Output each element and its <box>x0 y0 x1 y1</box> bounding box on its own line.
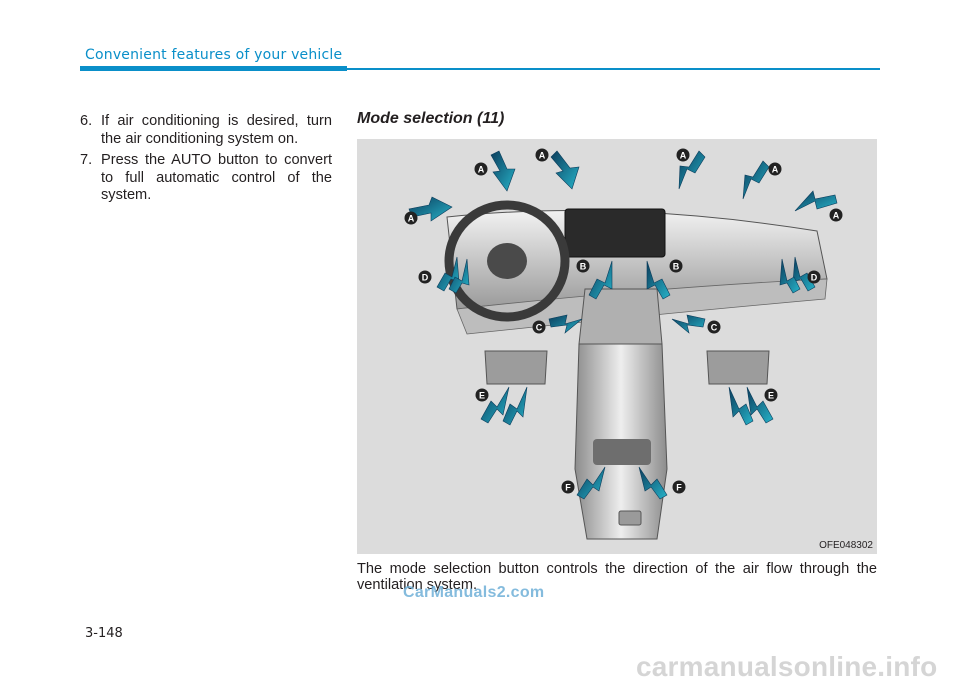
airflow-diagram: A A A A A A B B C C D D E E F F OFE04830… <box>357 139 877 554</box>
marker-c-2-label: C <box>711 323 718 333</box>
step-number: 7. <box>80 152 93 168</box>
footer-watermark[interactable]: carmanualsonline.info <box>636 651 938 682</box>
step-number: 6. <box>80 113 93 129</box>
marker-c-1: C <box>532 320 546 334</box>
marker-f-1: F <box>561 480 575 494</box>
marker-f-2-label: F <box>676 483 682 493</box>
marker-d-2: D <box>807 270 821 284</box>
marker-a-4-label: A <box>772 165 779 175</box>
center-stack <box>578 288 663 345</box>
marker-e-2: E <box>764 388 778 402</box>
airflow-markers: A A A A A A B B C C D D E E F F <box>404 148 843 494</box>
marker-b-2-label: B <box>673 262 680 272</box>
step-7: 7. Press the AUTO button to convert to f… <box>80 152 332 205</box>
display-screen <box>564 208 666 258</box>
page-number: 3-148 <box>85 626 123 641</box>
floor-duct-right <box>706 350 770 385</box>
header-rule-thin <box>347 68 880 70</box>
marker-b-1-label: B <box>580 262 587 272</box>
steering-hub <box>487 243 527 279</box>
marker-d-1-label: D <box>422 273 429 283</box>
marker-b-1: B <box>576 259 590 273</box>
marker-d-1: D <box>418 270 432 284</box>
dashboard-illustration: A A A A A A B B C C D D E E F F <box>404 148 843 540</box>
marker-a-3-label: A <box>680 151 687 161</box>
marker-e-1: E <box>475 388 489 402</box>
marker-d-2-label: D <box>811 273 818 283</box>
marker-e-2-label: E <box>768 391 774 401</box>
marker-c-2: C <box>707 320 721 334</box>
rear-vent-housing <box>593 439 651 465</box>
marker-e-1-label: E <box>479 391 485 401</box>
marker-a-5-label: A <box>408 214 415 224</box>
marker-c-1-label: C <box>536 323 543 333</box>
marker-a-2: A <box>535 148 549 162</box>
marker-a-6-label: A <box>833 211 840 221</box>
airflow-arrows <box>408 150 838 500</box>
figure-caption: The mode selection button controls the d… <box>357 561 877 593</box>
site-watermark[interactable]: CarManuals2.com <box>403 584 545 601</box>
marker-a-2-label: A <box>539 151 546 161</box>
step-text: If air conditioning is desired, turn the… <box>101 113 332 147</box>
marker-b-2: B <box>669 259 683 273</box>
steering-wheel <box>444 200 570 322</box>
instruction-steps: 6. If air conditioning is desired, turn … <box>80 113 332 209</box>
step-text: Press the AUTO button to convert to full… <box>101 152 332 203</box>
floor-duct-left <box>484 350 548 385</box>
marker-a-4: A <box>768 162 782 176</box>
marker-f-1-label: F <box>565 483 571 493</box>
header-rule-thick <box>80 66 347 71</box>
marker-a-1: A <box>474 162 488 176</box>
console-port <box>618 510 642 526</box>
marker-f-2: F <box>672 480 686 494</box>
marker-a-6: A <box>829 208 843 222</box>
section-header-title: Convenient features of your vehicle <box>85 47 343 63</box>
marker-a-5: A <box>404 211 418 225</box>
marker-a-1-label: A <box>478 165 485 175</box>
mode-selection-title: Mode selection (11) <box>357 110 505 127</box>
marker-a-3: A <box>676 148 690 162</box>
step-6: 6. If air conditioning is desired, turn … <box>80 113 332 148</box>
figure-code: OFE048302 <box>819 540 873 551</box>
